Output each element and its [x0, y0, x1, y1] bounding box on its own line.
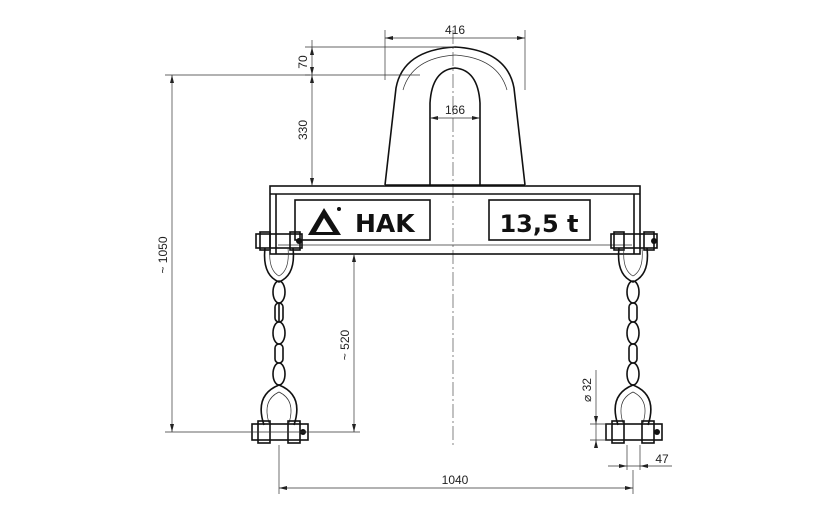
right-rigging: [605, 231, 663, 444]
dim-loop-height: 70: [296, 55, 310, 69]
brand-plate: HAK: [294, 199, 431, 241]
left-rigging: [251, 231, 309, 444]
right-lower-shackle: [605, 384, 663, 444]
dim-inner-width: 166: [445, 103, 465, 117]
dim-total-height: ~ 1050: [156, 236, 170, 273]
dim-shackle-width: 47: [655, 452, 669, 466]
brand-label: HAK: [355, 209, 416, 238]
dim-span: 1040: [442, 473, 469, 487]
capacity-label: 13,5 t: [499, 210, 578, 238]
hak-logo-icon: [308, 207, 341, 235]
capacity-plate: 13,5 t: [488, 199, 591, 241]
right-chain: [626, 280, 640, 386]
left-chain: [272, 280, 286, 386]
dimension-lines: [165, 30, 672, 494]
spreader-beam: [269, 185, 641, 255]
left-lower-shackle: [251, 384, 309, 444]
dim-top-width: 416: [445, 23, 465, 37]
dim-eye-height: 330: [296, 120, 310, 140]
dim-shackle-diameter: ⌀ 32: [580, 378, 594, 402]
dim-chain-length: ~ 520: [338, 329, 352, 360]
